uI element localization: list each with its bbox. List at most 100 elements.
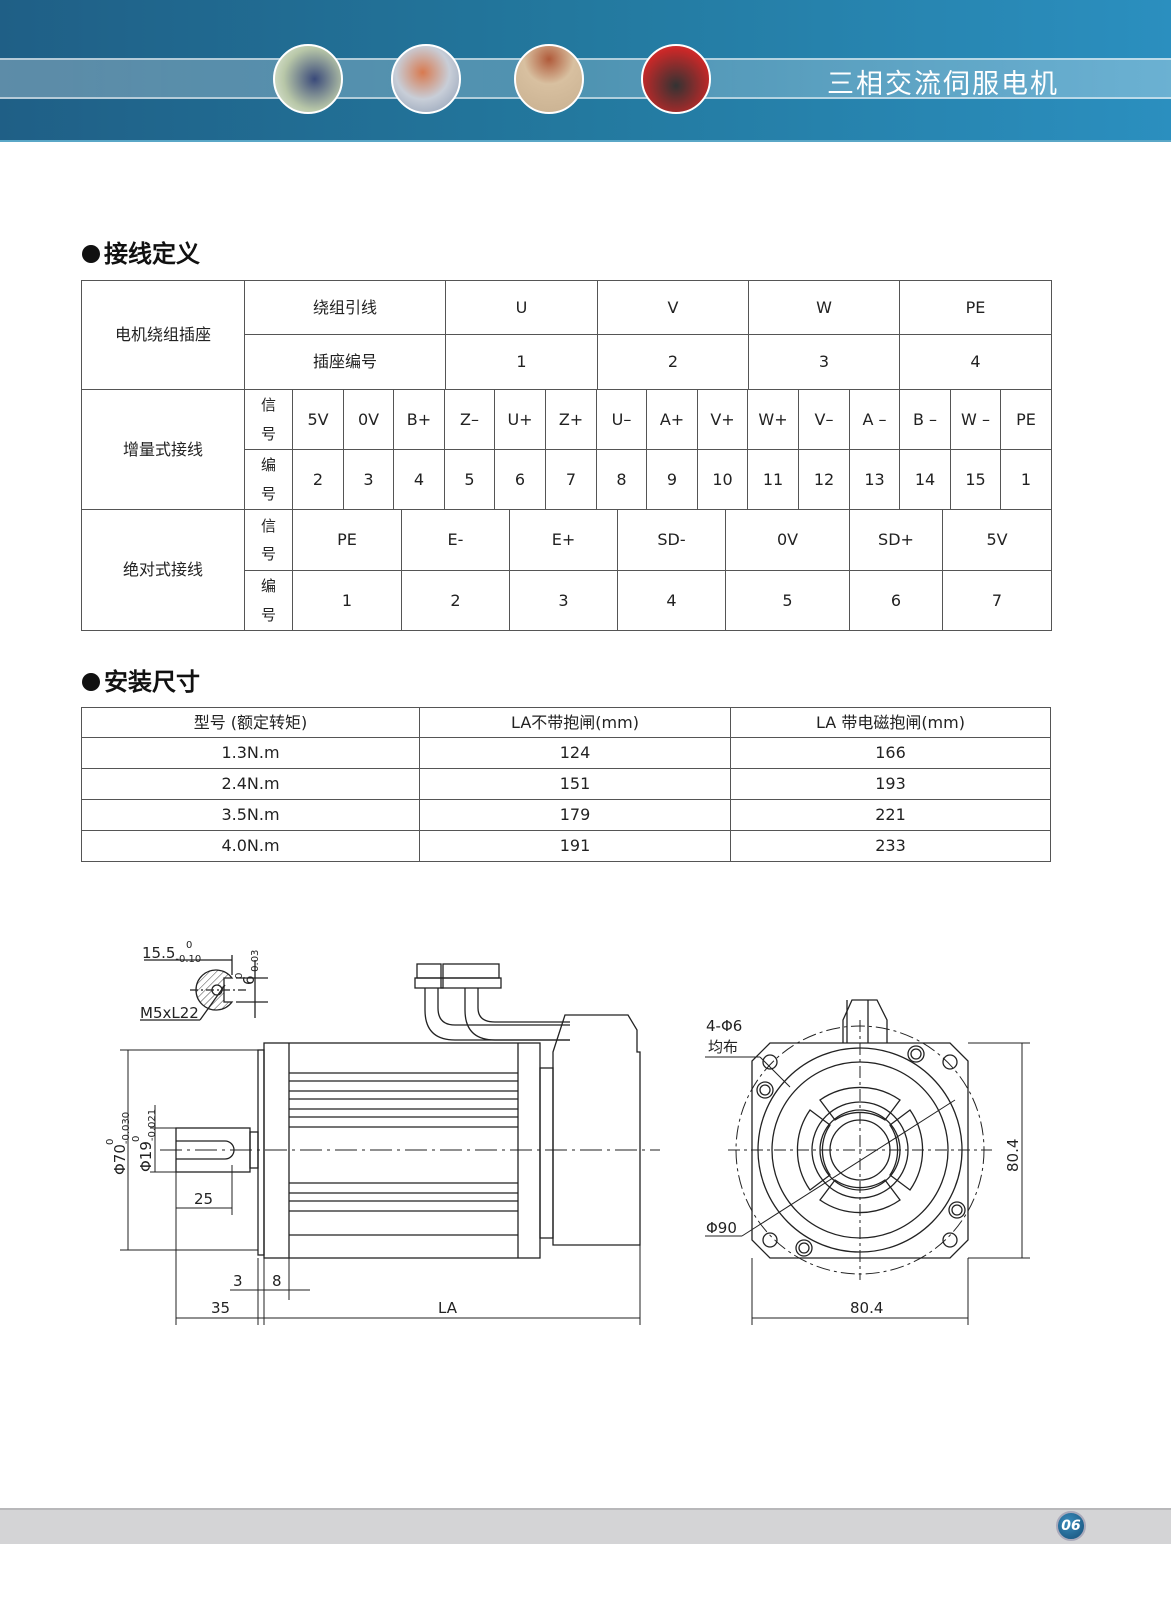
absolute-signal-cell-text: SD- [657, 530, 686, 550]
incremental-signal-cell-text: PE [1016, 409, 1036, 429]
install-cell-text: 4.0N.m [221, 836, 280, 856]
pin-cell-text: 3 [818, 352, 830, 372]
incremental-number-cell-text: 3 [363, 469, 374, 489]
install-cell-text: 124 [559, 743, 591, 763]
signal-label-text: 信号 [261, 516, 277, 564]
absolute-signal-cell-text: SD+ [878, 530, 914, 550]
cable-connectors [414, 963, 570, 1041]
incremental-signal-cell-text: A+ [659, 409, 685, 429]
key-width-tol-upper: 0 [186, 940, 192, 951]
height-label: 80.4 [1004, 1139, 1022, 1172]
absolute-signal-cell-text: E- [447, 530, 464, 550]
absolute-label-text: 绝对式接线 [122, 560, 203, 580]
install-cell: 233 [730, 830, 1051, 862]
incremental-number-cell-text: 4 [413, 469, 425, 489]
wiring-heading: 接线定义 [82, 234, 200, 269]
absolute-signal-cell-text: 0V [776, 530, 799, 550]
pin-cell-text: 1 [516, 352, 527, 372]
key-length-label: 25 [194, 1190, 213, 1208]
header-divider [0, 140, 1171, 142]
incremental-number-cell-text: 7 [565, 469, 577, 489]
bullet-icon [82, 245, 100, 263]
spigot-tol-upper: 0 [105, 1139, 116, 1145]
incremental-number-cell-text: 9 [666, 469, 678, 489]
key-depth-label: 6-0.03 [240, 950, 261, 985]
page-number: 06 [1056, 1511, 1086, 1541]
shaft-tol-upper: 0 [131, 1136, 142, 1142]
incremental-number-cell-text: 2 [312, 469, 324, 489]
install-heading: 安装尺寸 [82, 662, 200, 697]
incremental-signal-cell-text: W – [961, 409, 990, 429]
incremental-signal-cell-text: 5V [307, 409, 329, 429]
absolute-signal-cell-text: 5V [986, 530, 1008, 550]
absolute-signal-cell-text: E+ [551, 530, 576, 550]
install-cell-text: 179 [559, 805, 591, 825]
incremental-number-cell-text: 13 [864, 469, 885, 489]
cnc-machine-photo [641, 44, 711, 114]
incremental-number-cell-text: 15 [965, 469, 986, 489]
incremental-signal-cell-text: B – [912, 409, 938, 429]
absolute-signal-cell-text: PE [337, 530, 357, 550]
absolute-number-cell-text: 6 [890, 590, 902, 610]
incremental-number-cell-text: 11 [762, 469, 784, 489]
install-header-cell-text: 型号 (额定转矩) [193, 712, 308, 732]
install-cell-text: 191 [559, 836, 591, 856]
motor-front-view [705, 999, 1030, 1325]
key-width-label: 15.5-0.10 [142, 944, 201, 965]
page-header: 三相交流伺服电机 [0, 0, 1171, 142]
worker-photo [273, 44, 343, 114]
install-header-cell-text: LA不带抱闸(mm) [511, 712, 639, 732]
wood-machining-photo [514, 44, 584, 114]
header-band [0, 58, 1171, 99]
install-cell-text: 151 [559, 774, 591, 794]
lead-cell-text: V [667, 297, 679, 317]
incremental-number-cell-text: 5 [464, 469, 475, 489]
incremental-signal-cell-text: Z+ [558, 409, 584, 429]
signal-label-text: 信号 [261, 396, 277, 443]
incremental-signal-cell-text: U– [611, 409, 632, 429]
incremental-number-cell-text: 14 [914, 469, 936, 489]
lead-cell-text: U [515, 297, 528, 317]
width-label: 80.4 [850, 1299, 883, 1317]
flange-thickness-label: 3 [233, 1272, 243, 1290]
holes-note-label: 均布 [708, 1038, 738, 1056]
bullet-icon [82, 673, 100, 691]
pin-label-text: 插座编号 [312, 352, 377, 372]
thread-label: M5xL22 [140, 1004, 199, 1022]
absolute-number-cell-text: 7 [991, 590, 1003, 610]
install-cell-text: 1.3N.m [221, 743, 280, 763]
pin-cell-text: 4 [970, 352, 981, 372]
absolute-number-cell-text: 1 [341, 590, 353, 610]
lead-cell-text: PE [965, 297, 986, 317]
shaft-length-label: 35 [211, 1299, 230, 1317]
holes-label: 4-Φ6 [706, 1017, 742, 1035]
incremental-label-text: 增量式接线 [122, 439, 203, 459]
install-cell-text: 2.4N.m [221, 774, 280, 794]
lead-label-text: 绕组引线 [312, 297, 377, 317]
install-heading-text: 安装尺寸 [104, 668, 200, 696]
incremental-signal-cell-text: Z– [460, 409, 479, 429]
incremental-signal-cell-text: V– [814, 409, 834, 429]
incremental-number-cell-text: 1 [1020, 469, 1032, 489]
absolute-number-cell-text: 2 [450, 590, 461, 610]
number-label-text: 编号 [261, 577, 277, 624]
incremental-signal-cell-text: V+ [710, 409, 735, 429]
shaft-section-view [140, 955, 268, 1021]
absolute-number-cell-text: 3 [558, 590, 569, 610]
absolute-number-cell-text: 5 [782, 590, 793, 610]
incremental-signal-cell-text: U+ [507, 409, 533, 429]
install-cell-text: 233 [875, 836, 906, 856]
spigot-label: Φ70-0.030 [111, 1112, 132, 1175]
header-title: 三相交流伺服电机 [827, 69, 1059, 100]
page-footer [0, 1508, 1171, 1544]
incremental-number-cell-text: 10 [712, 469, 733, 489]
lead-cell-text: W [816, 297, 832, 317]
incremental-signal-cell-text: W+ [758, 409, 788, 429]
motor-side-view [120, 1014, 660, 1325]
incremental-signal-cell-text: A – [862, 409, 887, 429]
body-length-label: LA [438, 1299, 458, 1317]
absolute-number-cell-text: 4 [666, 590, 677, 610]
incremental-number-cell-text: 6 [514, 469, 526, 489]
install-cell-text: 166 [875, 743, 906, 763]
